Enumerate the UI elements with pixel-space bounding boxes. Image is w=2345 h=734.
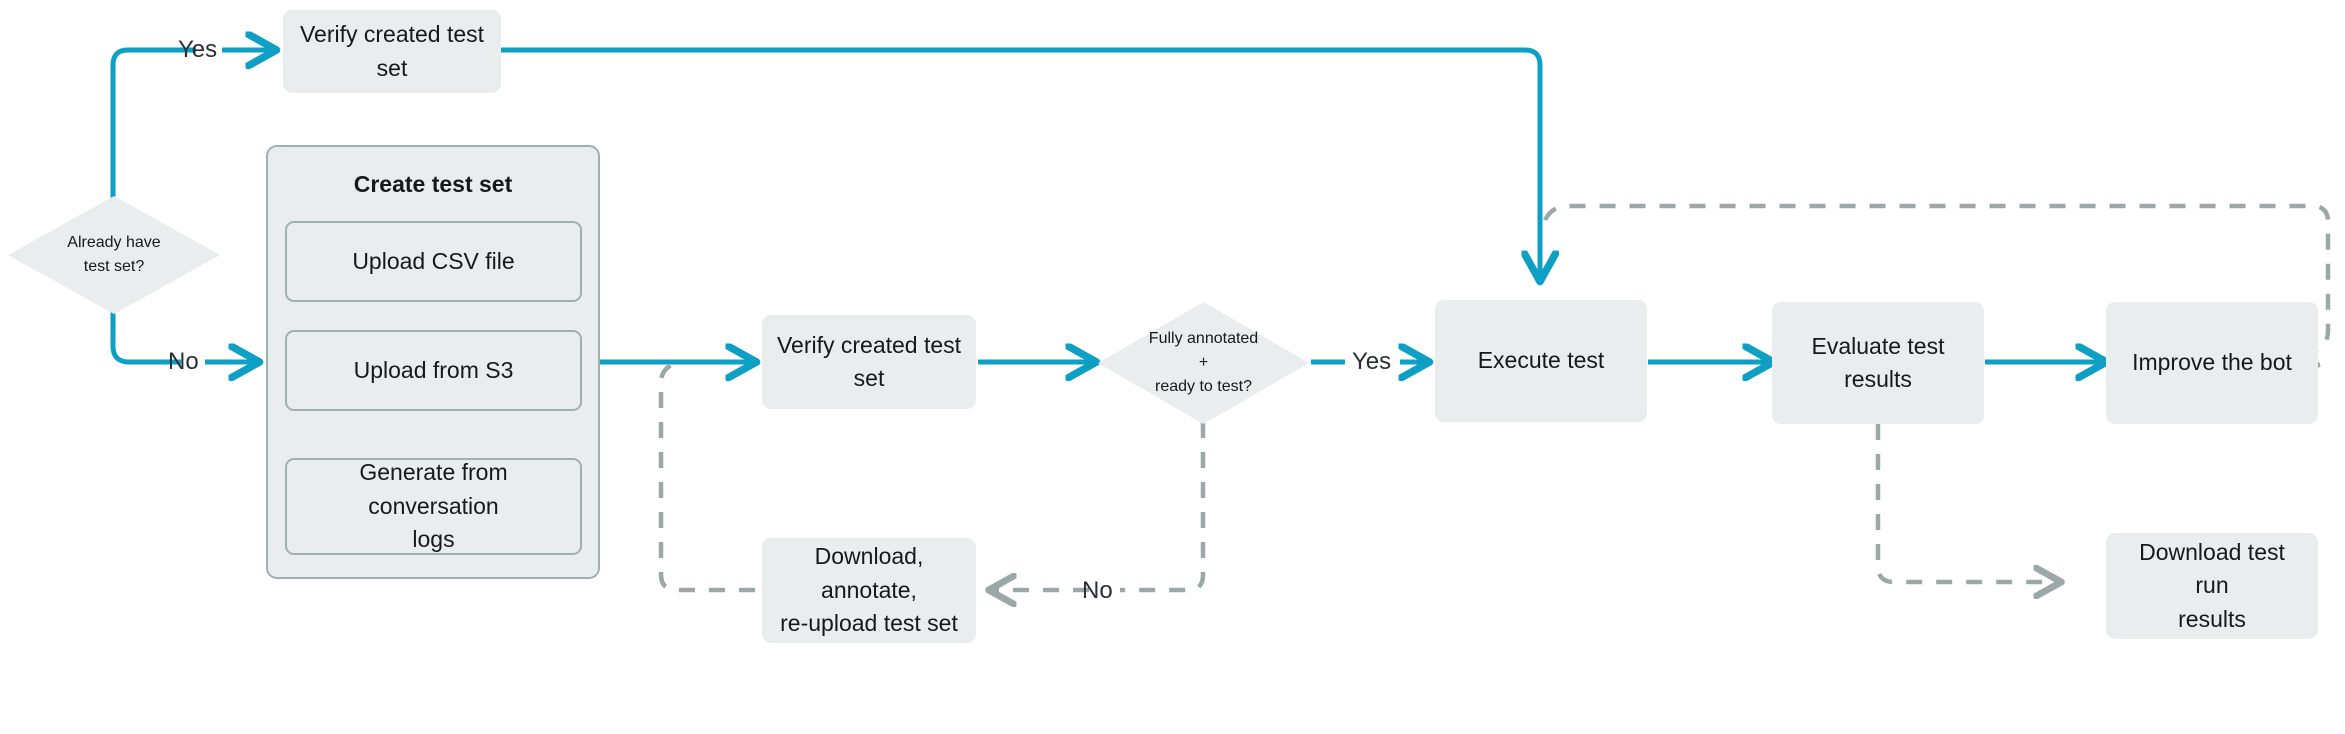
node-upload-csv-file[interactable]: Upload CSV file bbox=[285, 221, 582, 302]
edge-label-yes-have-test-set: Yes bbox=[178, 36, 218, 63]
decision-fully-annotated-label: Fully annotated+ready to test? bbox=[1148, 330, 1259, 395]
node-upload-from-s3[interactable]: Upload from S3 bbox=[285, 330, 582, 411]
decision-fully-annotated-ready[interactable]: Fully annotated+ready to test? bbox=[1098, 302, 1309, 424]
edge-evaluate-to-download-results bbox=[1875, 424, 2060, 582]
node-improve-the-bot[interactable]: Improve the bot bbox=[2106, 302, 2318, 424]
group-create-test-set-title: Create test set bbox=[353, 171, 513, 197]
edge-label-no-have-test-set: No bbox=[168, 348, 199, 375]
edge-label-yes-annotated: Yes bbox=[1352, 348, 1392, 375]
edge-annotate-back-to-verify bbox=[658, 360, 755, 593]
edge-label-no-annotated: No bbox=[1082, 577, 1113, 604]
edge-verify-top-to-execute bbox=[501, 47, 1540, 280]
edge-annotated-no-a bbox=[1120, 422, 1206, 593]
node-download-annotate-reupload[interactable]: Download, annotate,re-upload test set bbox=[762, 538, 976, 643]
node-execute-test[interactable]: Execute test bbox=[1435, 300, 1647, 422]
